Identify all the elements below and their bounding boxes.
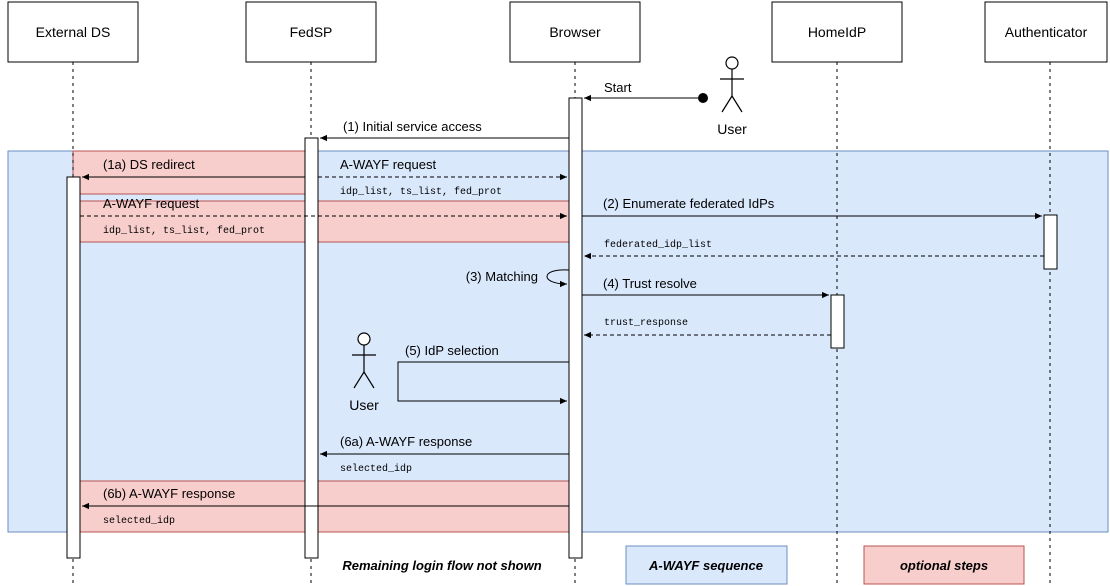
- optional-band-awayf-request: [72, 200, 570, 243]
- participant-label-authenticator: Authenticator: [1005, 24, 1088, 40]
- message-4-return-label: trust_response: [604, 318, 688, 329]
- message-6b-label: (6b) A-WAYF response: [103, 486, 235, 501]
- message-5-loop: [397, 361, 569, 405]
- user-actor-label: User: [717, 121, 747, 137]
- activation-fedsp: [304, 137, 319, 559]
- message-1a-label: (1a) DS redirect: [103, 157, 195, 172]
- activation-homeidp: [830, 294, 845, 349]
- legend-sequence-label: A-WAYF sequence: [648, 558, 763, 573]
- activation-external-ds: [66, 176, 81, 559]
- activation-browser: [568, 97, 583, 559]
- legend-optional-swatch: [863, 545, 1025, 585]
- message-awayf-request-top-label: A-WAYF request: [340, 157, 436, 172]
- participant-label-external-ds: External DS: [36, 24, 111, 40]
- message-awayf-request-top-params: idp_list, ts_list, fed_prot: [340, 186, 502, 198]
- message-4-label: (4) Trust resolve: [603, 276, 697, 291]
- message-awayf-request-bottom-params: idp_list, ts_list, fed_prot: [103, 225, 265, 237]
- message-6a-params: selected_idp: [340, 463, 412, 475]
- participant-fedsp: [245, 1, 377, 63]
- message-start-label: Start: [604, 80, 632, 95]
- participant-browser: [509, 1, 641, 63]
- participant-authenticator: [984, 1, 1108, 63]
- user-selection-label: User: [349, 397, 379, 413]
- message-3-loop: [546, 269, 570, 288]
- legend-optional-label: optional steps: [900, 558, 988, 573]
- message-3-label: (3) Matching: [466, 269, 538, 284]
- message-5-label: (5) IdP selection: [405, 343, 499, 358]
- footer-note: Remaining login flow not shown: [342, 558, 541, 573]
- activation-authenticator: [1043, 214, 1058, 270]
- participant-label-fedsp: FedSP: [290, 24, 333, 40]
- user-selection-icon: [352, 332, 376, 389]
- message-6b-params: selected_idp: [103, 515, 175, 527]
- message-1-label: (1) Initial service access: [343, 119, 482, 134]
- start-dot: [698, 93, 708, 103]
- message-awayf-request-bottom-label: A-WAYF request: [103, 196, 199, 211]
- optional-band-ds-redirect: [72, 150, 306, 195]
- participant-label-browser: Browser: [549, 24, 601, 40]
- legend-sequence-swatch: [625, 545, 788, 585]
- participant-external-ds: [7, 1, 139, 63]
- participant-homeidp: [771, 1, 903, 63]
- user-actor-icon: [720, 56, 744, 113]
- message-2-return-label: federated_idp_list: [604, 239, 712, 251]
- message-2-label: (2) Enumerate federated IdPs: [603, 196, 775, 211]
- message-6a-label: (6a) A-WAYF response: [340, 434, 472, 449]
- participant-label-homeidp: HomeIdP: [808, 24, 866, 40]
